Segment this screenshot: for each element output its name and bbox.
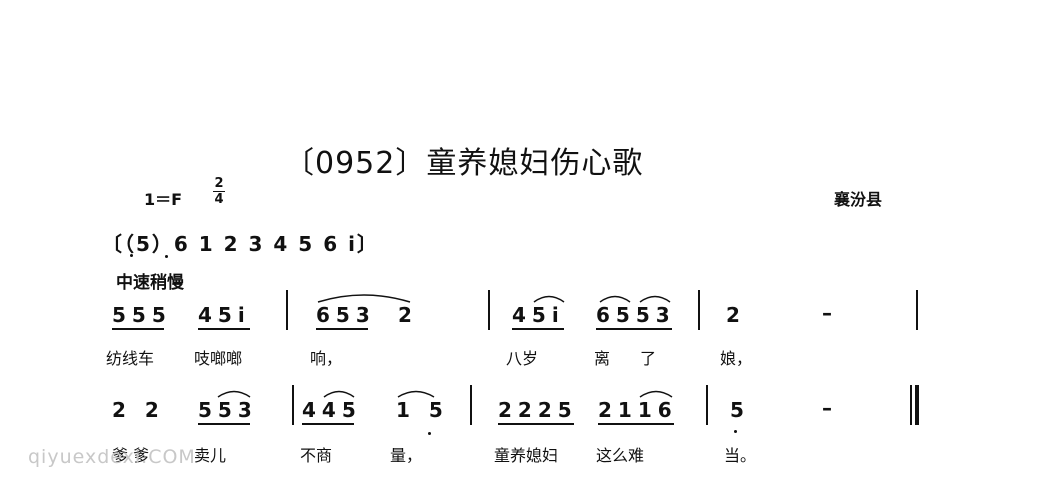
note-group: 445: [302, 398, 362, 422]
final-bar-thick: [915, 385, 919, 425]
beat-underline: [198, 328, 250, 330]
lyric: 离: [594, 349, 611, 368]
lyric: 响，: [310, 349, 343, 368]
time-signature: 2 4: [212, 176, 226, 207]
watermark: qiyuexdexi.COM: [28, 446, 196, 468]
fraction-line: [213, 191, 225, 192]
tempo-marking: 中速稍慢: [116, 273, 184, 293]
beat-underline: [302, 423, 354, 425]
lyric: 娘，: [720, 349, 753, 368]
note-group: 6553: [596, 303, 676, 327]
lyric: 八岁: [506, 349, 539, 368]
lyric: 吱啷啷: [194, 349, 243, 368]
note-group: 1 5: [396, 398, 449, 422]
bar-line: [470, 385, 472, 425]
lyric: 不商: [300, 446, 333, 465]
note-group: 45i: [198, 303, 251, 327]
lyric: 童养媳妇: [494, 446, 559, 465]
note-group: 2: [726, 303, 746, 327]
note-group: 5: [730, 398, 750, 422]
beat-underline: [498, 423, 574, 425]
note-group: 653: [316, 303, 376, 327]
bar-line: [698, 290, 700, 330]
note-group: 553: [198, 398, 258, 422]
note-group: 2116: [598, 398, 678, 422]
beat-underline: [112, 328, 164, 330]
lyric: 纺线车: [106, 349, 155, 368]
slur: [323, 390, 355, 398]
song-title: 〔0952〕童养媳妇伤心歌: [284, 146, 644, 181]
lyric: 当。: [724, 446, 757, 465]
time-signature-bottom: 4: [214, 192, 224, 207]
slur: [533, 295, 565, 303]
beat-underline: [596, 328, 672, 330]
note-group: 2: [398, 303, 418, 327]
time-signature-top: 2: [214, 176, 224, 191]
sustain-dash: –: [822, 301, 838, 325]
beat-underline: [316, 328, 368, 330]
note-group: 45i: [512, 303, 565, 327]
bar-line: [488, 290, 490, 330]
bar-line: [916, 290, 918, 330]
slur: [217, 390, 251, 398]
slur: [639, 295, 671, 303]
low-octave-dot: [428, 432, 431, 435]
lyric: 量，: [390, 446, 423, 465]
slur: [397, 390, 435, 398]
bar-line: [292, 385, 294, 425]
low-octave-dot: [130, 254, 133, 257]
lyric: 了: [640, 349, 657, 368]
lyric: 爹 爹: [112, 446, 150, 465]
sustain-dash: –: [822, 396, 838, 420]
key-signature: 1＝F: [144, 190, 183, 209]
slur: [639, 390, 673, 398]
low-octave-dot: [734, 430, 737, 433]
final-bar-thin: [910, 385, 912, 425]
slur: [317, 294, 411, 303]
beat-underline: [598, 423, 674, 425]
note-group: 555: [112, 303, 172, 327]
bar-line: [706, 385, 708, 425]
beat-underline: [198, 423, 250, 425]
lyric: 卖儿: [194, 446, 227, 465]
note-group: 2225: [498, 398, 578, 422]
low-octave-dot: [165, 255, 168, 258]
region-label: 襄汾县: [834, 190, 883, 209]
note-group: 2 2: [112, 398, 165, 422]
lyric: 这么难: [596, 446, 645, 465]
bar-line: [286, 290, 288, 330]
intro-notes: 〔（5）6 1 2 3 4 5 6 i〕: [102, 232, 379, 256]
beat-underline: [512, 328, 564, 330]
slur: [599, 295, 631, 303]
